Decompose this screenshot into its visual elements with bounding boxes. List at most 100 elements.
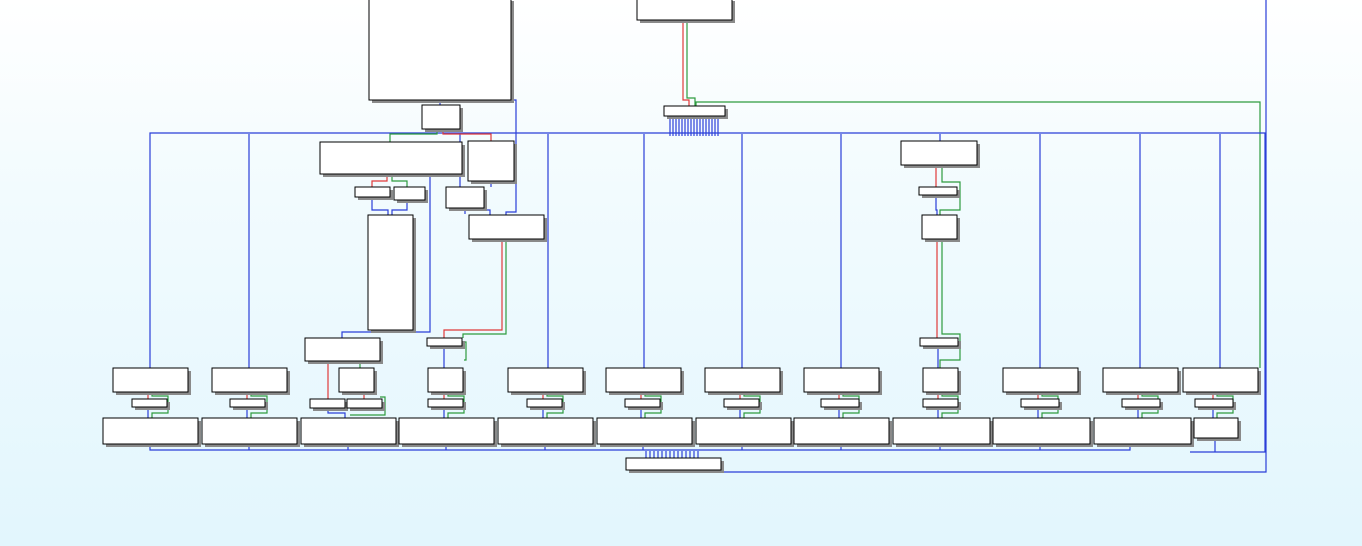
nodes-layer (102, 0, 1261, 473)
code-block-21[interactable] (507, 367, 586, 395)
block-body (704, 367, 781, 393)
code-block-38[interactable] (922, 398, 961, 410)
block-body (319, 141, 463, 175)
code-block-20[interactable] (427, 367, 466, 395)
block-body (992, 417, 1091, 445)
code-block-23[interactable] (704, 367, 783, 395)
block-body (468, 214, 545, 240)
block-body (723, 398, 760, 408)
code-block-49[interactable] (793, 417, 892, 447)
edge-38 (371, 197, 389, 215)
code-block-7[interactable] (354, 186, 393, 200)
code-block-18[interactable] (211, 367, 290, 395)
code-block-29[interactable] (131, 398, 170, 410)
code-block-4[interactable] (319, 141, 465, 177)
code-block-12[interactable] (468, 214, 547, 242)
code-block-14[interactable] (304, 337, 383, 364)
code-block-25[interactable] (922, 367, 961, 395)
block-body (1020, 398, 1060, 408)
block-body (112, 367, 189, 393)
block-body (229, 398, 266, 408)
code-block-41[interactable] (1194, 398, 1236, 410)
block-body (922, 367, 959, 393)
block-body (1193, 417, 1239, 439)
edge-0 (682, 22, 690, 106)
block-body (421, 104, 461, 130)
code-block-48[interactable] (695, 417, 794, 447)
code-block-0[interactable] (368, 0, 514, 103)
block-body (1121, 398, 1161, 408)
code-block-30[interactable] (229, 398, 268, 410)
code-block-54[interactable] (625, 457, 724, 473)
code-block-10[interactable] (918, 186, 960, 198)
edge-54 (935, 195, 938, 215)
block-body (921, 214, 958, 240)
block-body (102, 417, 199, 445)
block-body (892, 417, 991, 445)
code-block-1[interactable] (636, 0, 735, 23)
code-block-35[interactable] (624, 398, 663, 410)
block-body (497, 417, 594, 445)
edge-36 (371, 174, 388, 187)
block-body (309, 398, 346, 409)
code-block-52[interactable] (1093, 417, 1194, 447)
block-body (922, 398, 959, 408)
code-block-31[interactable] (309, 398, 348, 411)
code-block-3[interactable] (663, 105, 728, 119)
code-block-17[interactable] (112, 367, 191, 395)
code-block-6[interactable] (900, 140, 980, 168)
block-body (663, 105, 726, 117)
block-body (1102, 367, 1179, 393)
code-block-51[interactable] (992, 417, 1093, 447)
code-block-16[interactable] (919, 337, 961, 349)
block-body (211, 367, 288, 393)
code-block-22[interactable] (605, 367, 684, 395)
code-block-33[interactable] (427, 398, 466, 410)
code-block-42[interactable] (102, 417, 201, 447)
code-block-40[interactable] (1121, 398, 1163, 410)
block-body (354, 186, 391, 198)
code-block-13[interactable] (921, 214, 960, 242)
block-body (695, 417, 792, 445)
block-body (393, 186, 426, 201)
code-block-45[interactable] (398, 417, 497, 447)
code-block-53[interactable] (1193, 417, 1241, 441)
code-block-34[interactable] (526, 398, 565, 410)
block-body (820, 398, 860, 408)
block-body (300, 417, 397, 445)
code-block-43[interactable] (201, 417, 300, 447)
code-block-50[interactable] (892, 417, 993, 447)
edge-37 (391, 174, 408, 187)
code-block-32[interactable] (346, 398, 385, 411)
block-body (636, 0, 733, 21)
code-block-36[interactable] (723, 398, 762, 410)
code-block-47[interactable] (596, 417, 695, 447)
edge-1 (686, 22, 696, 106)
block-body (304, 337, 381, 362)
code-block-39[interactable] (1020, 398, 1062, 410)
code-block-15[interactable] (426, 337, 465, 349)
code-block-28[interactable] (1182, 367, 1261, 395)
block-body (346, 398, 383, 409)
block-body (427, 367, 464, 393)
code-block-5[interactable] (467, 140, 517, 184)
block-body (445, 186, 485, 209)
block-body (918, 186, 958, 196)
code-block-44[interactable] (300, 417, 399, 447)
block-body (398, 417, 495, 445)
code-block-19[interactable] (338, 367, 377, 395)
block-body (793, 417, 890, 445)
block-body (338, 367, 375, 393)
code-block-37[interactable] (820, 398, 862, 410)
code-block-27[interactable] (1102, 367, 1181, 395)
code-block-11[interactable] (367, 214, 416, 333)
code-block-26[interactable] (1002, 367, 1081, 395)
block-body (803, 367, 880, 393)
block-body (900, 140, 978, 166)
code-block-8[interactable] (393, 186, 428, 203)
code-block-2[interactable] (421, 104, 463, 132)
code-block-46[interactable] (497, 417, 596, 447)
code-block-24[interactable] (803, 367, 882, 395)
code-block-9[interactable] (445, 186, 487, 211)
